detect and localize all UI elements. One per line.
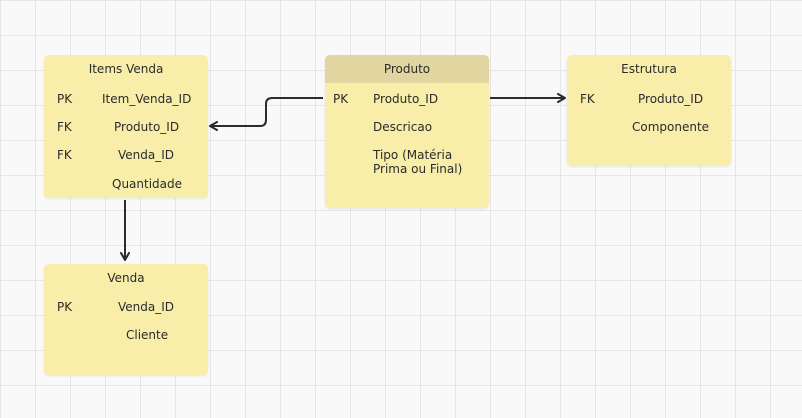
row-field: Produto_ID [638, 92, 704, 106]
row-field: Venda_ID [118, 300, 175, 314]
table-title: Items Venda [88, 62, 164, 76]
row-field: Tipo (Matéria Prima ou Final) [373, 148, 463, 176]
row-field: Quantidade [112, 177, 183, 191]
table-items-venda[interactable]: Items Venda PK Item_Venda_ID FK Produto_… [44, 55, 208, 198]
table-venda[interactable]: Venda PK Venda_ID Cliente [44, 264, 208, 375]
row-field: Produto_ID [373, 92, 439, 106]
row-key: PK [57, 92, 73, 106]
row-key: FK [57, 148, 72, 162]
connector-produto-to-items-venda[interactable] [209, 97, 323, 131]
row-field: Descricao [373, 120, 433, 134]
table-estrutura[interactable]: Estrutura FK Produto_ID Componente [567, 55, 731, 166]
row-key: FK [580, 92, 595, 106]
table-title: Venda [107, 271, 145, 285]
row-key: PK [57, 300, 73, 314]
row-field: Produto_ID [114, 120, 180, 134]
table-title: Estrutura [621, 62, 677, 76]
row-field: Venda_ID [118, 148, 175, 162]
row-key: PK [333, 92, 349, 106]
table-produto[interactable]: Produto PK Produto_ID Descricao Tipo (Ma… [325, 55, 489, 208]
row-key: FK [57, 120, 72, 134]
row-field: Cliente [126, 328, 169, 342]
row-field: Item_Venda_ID [102, 92, 192, 106]
table-title: Produto [325, 55, 489, 83]
row-field: Componente [632, 120, 710, 134]
